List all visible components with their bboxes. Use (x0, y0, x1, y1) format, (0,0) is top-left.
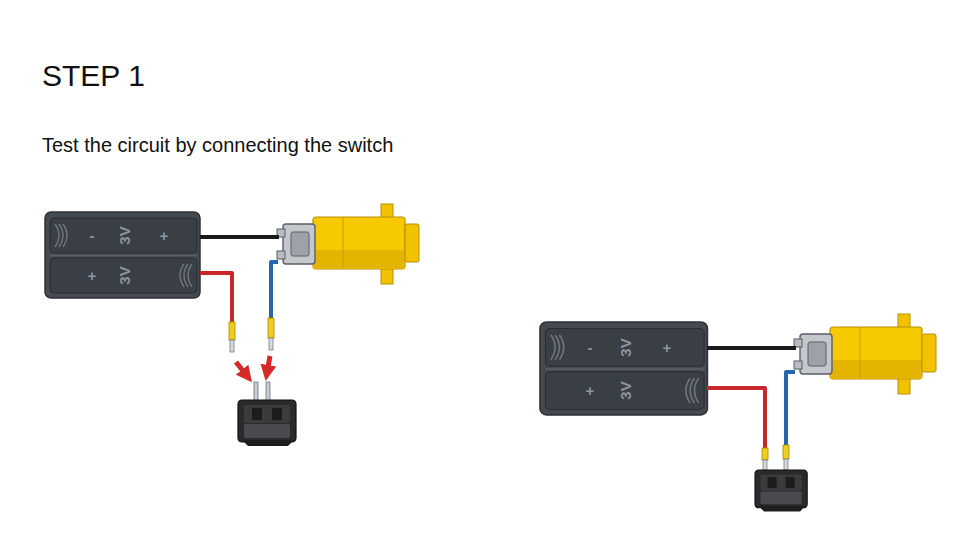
wire-tip (762, 448, 768, 460)
blue-wire (786, 372, 795, 445)
black-wire (707, 346, 796, 350)
wire-tip (229, 322, 235, 340)
battery-holder (540, 322, 707, 415)
polarity-mark: + (160, 228, 169, 243)
red-wire (200, 273, 232, 322)
polarity-mark: - (588, 340, 593, 355)
red-arrow (267, 356, 270, 373)
red-arrow (236, 362, 247, 376)
wire-end (230, 340, 234, 352)
wire-end (784, 459, 788, 470)
voltage-mark: 3V (116, 226, 131, 244)
polarity-mark: + (88, 268, 97, 283)
step-title: STEP 1 (42, 61, 145, 91)
motor (277, 204, 419, 284)
voltage-mark: 3V (617, 381, 632, 399)
polarity-mark: + (663, 340, 672, 355)
black-wire (200, 235, 279, 239)
rocker-switch (238, 400, 296, 446)
polarity-mark: - (90, 228, 95, 243)
wire-end (763, 460, 767, 470)
motor (794, 314, 936, 394)
polarity-mark: + (586, 383, 595, 398)
voltage-mark: 3V (116, 266, 131, 284)
wire-tip (783, 445, 789, 459)
instruction-text: Test the circuit by connecting the switc… (42, 135, 393, 155)
battery-holder (45, 212, 200, 298)
wire-end (269, 338, 273, 350)
switch-pin (266, 382, 270, 402)
blue-wire (271, 262, 278, 318)
red-wire (707, 388, 765, 448)
rocker-switch (755, 470, 807, 511)
wire-tip (268, 318, 274, 338)
switch-pin (254, 382, 258, 402)
voltage-mark: 3V (617, 338, 632, 356)
